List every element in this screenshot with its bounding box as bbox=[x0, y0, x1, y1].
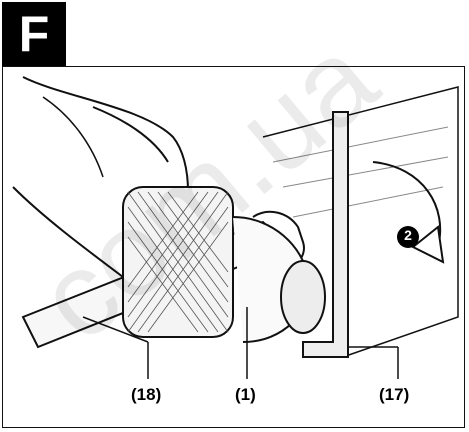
chuck bbox=[122, 186, 326, 343]
callout-hex-key-label: (17) bbox=[379, 385, 410, 404]
callout-wrench-label: (18) bbox=[131, 385, 162, 404]
drill-chuck-illustration bbox=[12, 76, 459, 379]
callout-chuck-label: (1) bbox=[235, 385, 256, 404]
figure-badge: F bbox=[2, 2, 66, 66]
illustration-frame: (18) (1) (17) 2 bbox=[2, 66, 465, 428]
step-number-marker: 2 bbox=[404, 227, 412, 243]
